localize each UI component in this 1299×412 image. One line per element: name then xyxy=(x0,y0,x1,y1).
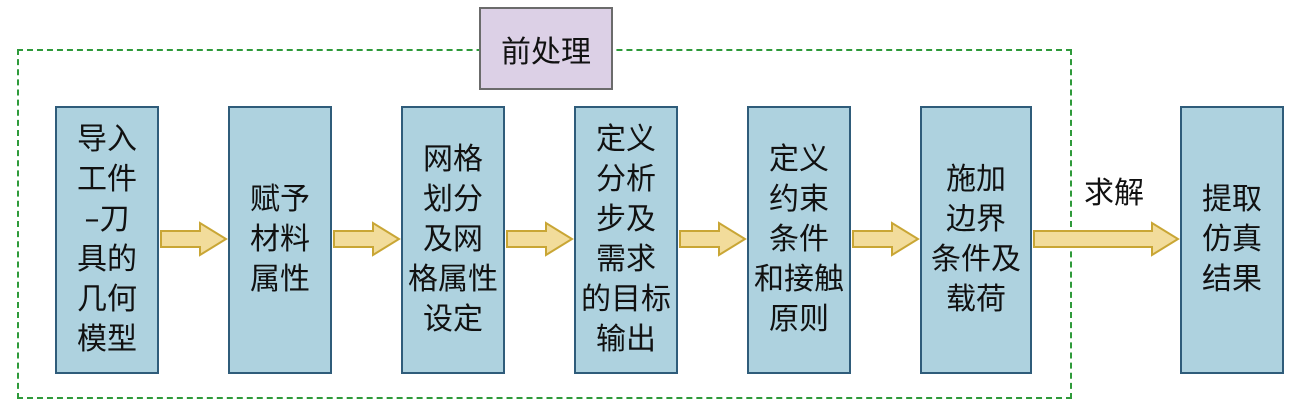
preprocessing-label-text: 前处理 xyxy=(501,34,591,70)
step-text-line: 及网 xyxy=(423,222,483,257)
step-text-line: 约束 xyxy=(769,182,829,217)
step-text-line: 仿真 xyxy=(1202,222,1262,257)
step-text-line: 属性 xyxy=(250,262,310,297)
step-text-line: 工件 xyxy=(77,162,137,197)
step-box-4: 定义分析步及需求的目标输出 xyxy=(574,106,678,374)
step-text-line: 输出 xyxy=(596,322,656,357)
step-text-line: 几何 xyxy=(77,282,137,317)
flow-arrow-2 xyxy=(333,221,401,257)
step-text-line: 具的 xyxy=(77,242,137,277)
step-text-line: 和接触 xyxy=(754,262,844,297)
step-box-1: 导入工件 –刀具的几何模型 xyxy=(55,106,159,374)
step-text: 定义分析步及需求的目标输出 xyxy=(581,120,671,360)
step-text: 施加边界条件及载荷 xyxy=(931,160,1021,320)
flow-arrow-4 xyxy=(679,221,747,257)
step-text-line: 定义 xyxy=(769,142,829,177)
flow-arrow-5 xyxy=(852,221,920,257)
step-text-line: 施加 xyxy=(946,162,1006,197)
step-box-7: 提取仿真结果 xyxy=(1180,106,1284,374)
step-text-line: 定义 xyxy=(596,122,656,157)
step-box-2: 赋予材料属性 xyxy=(228,106,332,374)
step-text-line: 格属性 xyxy=(408,262,498,297)
step-text-line: 条件 xyxy=(769,222,829,257)
flow-arrow-6 xyxy=(1033,221,1180,257)
step-text-line: 模型 xyxy=(77,322,137,357)
step-text-line: 网格 xyxy=(423,142,483,177)
step-box-6: 施加边界条件及载荷 xyxy=(920,106,1032,374)
step-text: 网格划分及网格属性设定 xyxy=(408,140,498,340)
step-text: 定义约束条件和接触原则 xyxy=(754,140,844,340)
solve-label: 求解 xyxy=(1084,176,1144,211)
step-box-5: 定义约束条件和接触原则 xyxy=(747,106,851,374)
step-text: 提取仿真结果 xyxy=(1202,180,1262,300)
step-text: 导入工件 –刀具的几何模型 xyxy=(77,120,137,360)
flow-arrow-1 xyxy=(160,221,228,257)
step-text-line: 赋予 xyxy=(250,182,310,217)
step-text-line: 需求 xyxy=(596,242,656,277)
step-text: 赋予材料属性 xyxy=(250,180,310,300)
step-text-line: –刀 xyxy=(84,202,130,237)
step-text-line: 步及 xyxy=(596,202,656,237)
step-text-line: 的目标 xyxy=(581,282,671,317)
step-box-3: 网格划分及网格属性设定 xyxy=(401,106,505,374)
step-text-line: 结果 xyxy=(1202,262,1262,297)
step-text-line: 导入 xyxy=(77,122,137,157)
step-text-line: 分析 xyxy=(596,162,656,197)
step-text-line: 设定 xyxy=(423,302,483,337)
step-text-line: 条件及 xyxy=(931,242,1021,277)
step-text-line: 载荷 xyxy=(946,282,1006,317)
step-text-line: 提取 xyxy=(1202,182,1262,217)
step-text-line: 划分 xyxy=(423,182,483,217)
flow-arrow-3 xyxy=(506,221,574,257)
step-text-line: 材料 xyxy=(250,222,310,257)
preprocessing-label: 前处理 xyxy=(479,7,613,90)
step-text-line: 边界 xyxy=(946,202,1006,237)
step-text-line: 原则 xyxy=(769,302,829,337)
